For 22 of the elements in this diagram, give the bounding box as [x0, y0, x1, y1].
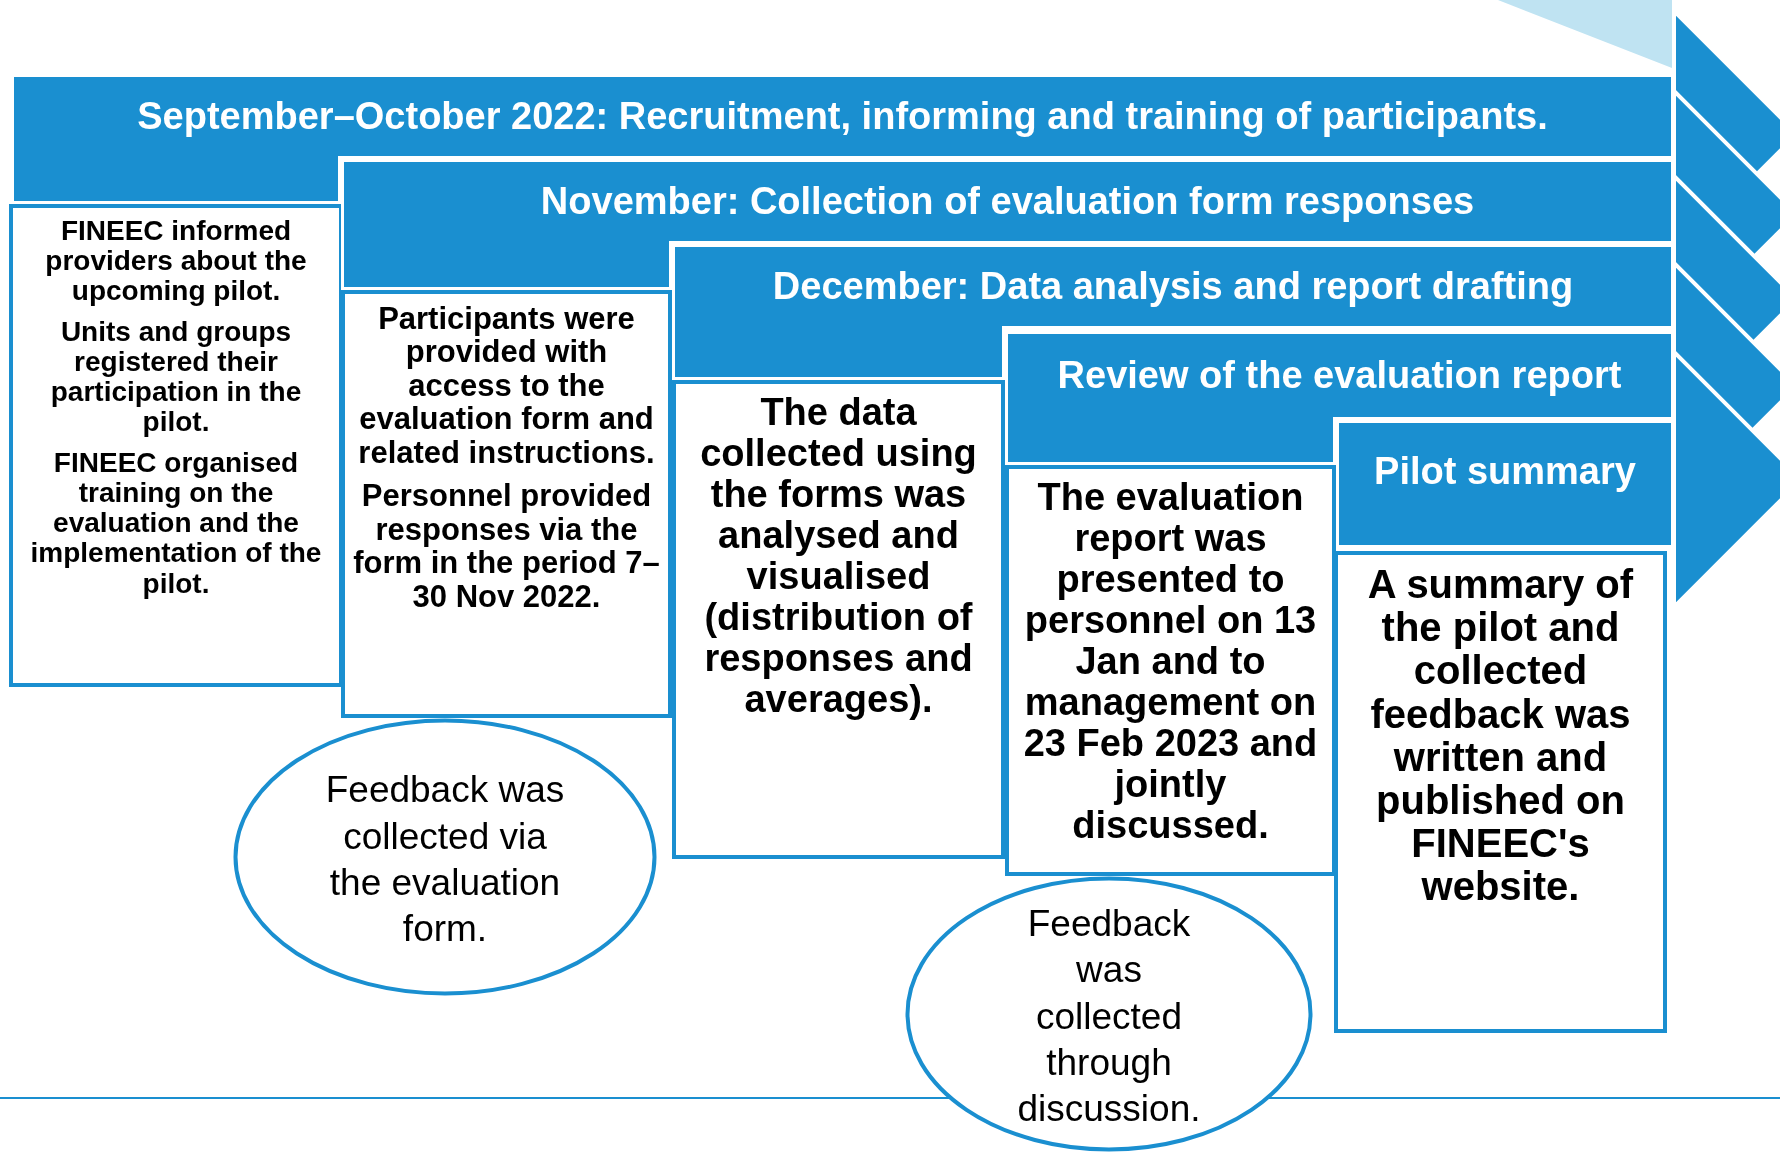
banner-title: December: Data analysis and report drafting [772, 265, 1574, 308]
feedback-ellipse [905, 876, 1313, 1152]
box-text: A summary of the pilot and collected feedback was written and published on FINEEC's website. [1366, 563, 1635, 909]
box-text: Participants were provided with access to the evaluation form and related instructions. [357, 302, 656, 470]
text-box [9, 204, 343, 687]
banner-title: Pilot summary [1374, 450, 1636, 493]
box-text: FINEEC organised training on the evaluation and the implementation of the pilot. [29, 447, 323, 599]
banner-title: September–October 2022: Recruitment, informing and training of participants. [137, 95, 1548, 138]
text-box [1005, 465, 1336, 876]
box-text: Personnel provided responses via the form in the period 7–30 Nov 2022. [353, 479, 660, 614]
text-box [1334, 551, 1667, 1033]
ellipse-text: Feedback was collected through discussion. [1016, 902, 1202, 1132]
box-text: FINEEC informed providers about the upcoming pilot. [44, 216, 308, 307]
box-text: The data collected using the forms was analysed and visualised (distribution of responses and averages). [699, 392, 978, 721]
box-text: The evaluation report was presented to personnel on 13 Jan and to management on 23 Feb 2023 and jointly discussed. [1022, 477, 1319, 847]
banner-title: November: Collection of evaluation form responses [540, 180, 1475, 223]
banner-title: Review of the evaluation report [1057, 354, 1622, 397]
ellipse-text: Feedback was collected via the evaluation form. [324, 768, 566, 952]
box-text: Units and groups registered their participation in the pilot. [49, 316, 303, 438]
arrow-banner [1336, 420, 1674, 548]
feedback-ellipse [233, 718, 657, 996]
text-box [341, 290, 672, 718]
